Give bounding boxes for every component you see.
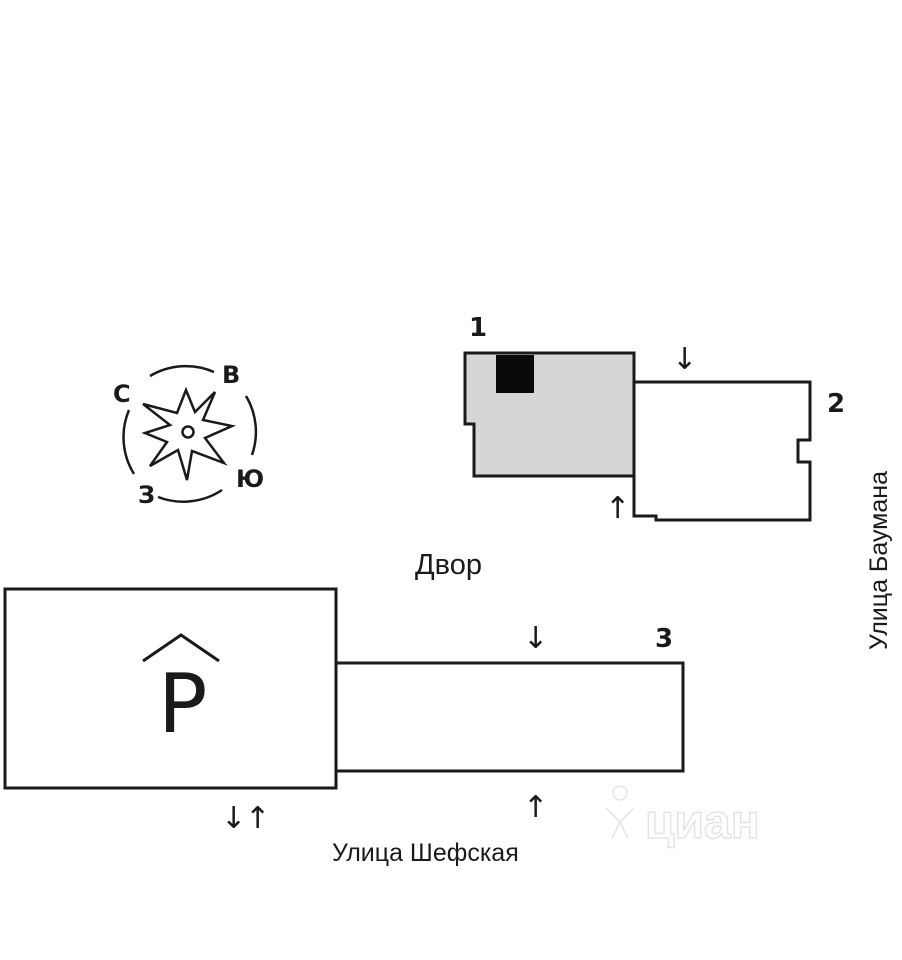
watermark-text: циан — [645, 796, 760, 849]
building-2-outline — [632, 380, 812, 522]
compass-west-label: З — [138, 481, 155, 509]
entrance-arrow-down-icon: ↓ — [523, 621, 548, 656]
compass-north-label: С — [113, 380, 131, 408]
building-1-outline — [463, 351, 636, 478]
compass-rose: С В Ю З — [113, 361, 264, 509]
parking-exit-arrow-up-icon: ↑ — [245, 801, 270, 836]
building-1-number: 1 — [469, 313, 487, 343]
entrance-arrow-up-icon: ↑ — [523, 790, 548, 825]
building-1-section-marker — [496, 355, 534, 393]
street-label-right: Улица Баумана — [865, 471, 893, 650]
street-label-bottom: Улица Шефская — [332, 839, 519, 867]
building-3[interactable]: 3 — [334, 624, 685, 773]
building-2[interactable]: 2 — [632, 380, 845, 522]
building-3-number: 3 — [655, 624, 673, 654]
compass-east-label: В — [222, 361, 240, 389]
compass-ring — [122, 364, 258, 503]
parking-area[interactable]: P — [3, 587, 338, 790]
yard-label: Двор — [415, 549, 482, 581]
compass-center-icon — [181, 425, 195, 439]
entrance-arrow-up-icon: ↑ — [605, 491, 630, 526]
building-1[interactable]: 1 — [463, 313, 636, 478]
watermark: циан — [605, 785, 760, 850]
parking-symbol: P — [158, 657, 207, 752]
entrance-arrow-down-icon: ↓ — [672, 342, 697, 377]
parking-entry-arrow-down-icon: ↓ — [221, 801, 246, 836]
parking-roof-icon — [142, 633, 220, 663]
building-3-outline — [334, 661, 685, 773]
compass-south-label: Ю — [236, 465, 264, 493]
building-2-number: 2 — [827, 389, 845, 419]
